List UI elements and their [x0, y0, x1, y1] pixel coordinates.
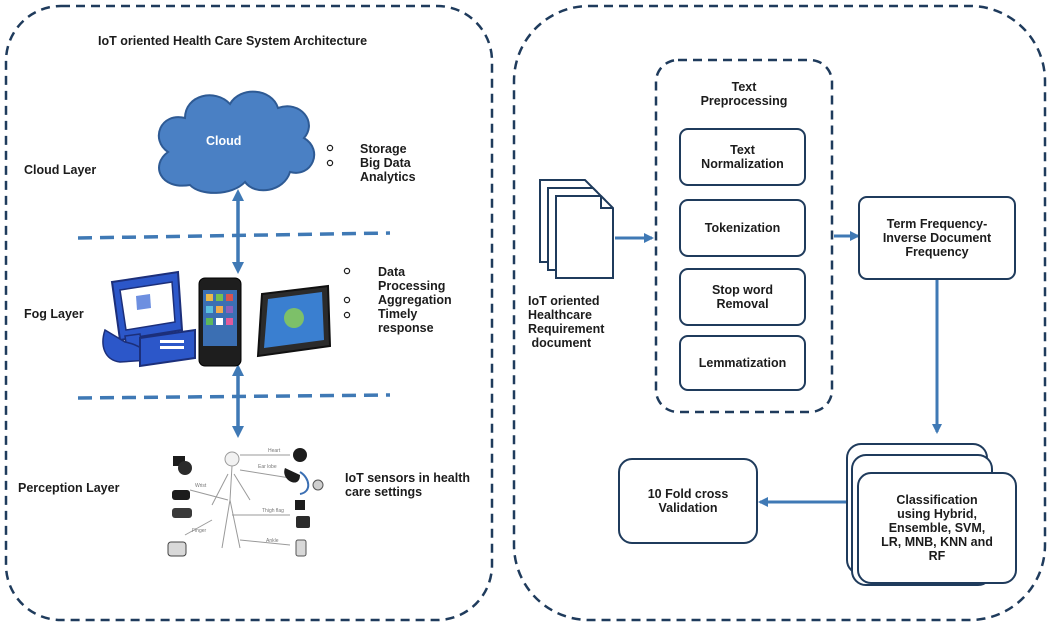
cloud-layer-label: Cloud Layer	[24, 163, 97, 177]
layer-divider-top	[77, 231, 391, 240]
step-stop-word-line-1: Stop word	[711, 283, 774, 297]
cloud-bullet-storage: Storage	[360, 142, 407, 156]
classification-line-3: Ensemble, SVM,	[888, 521, 986, 535]
body-sensors-illustration	[184, 451, 291, 549]
fog-bullet-response: response	[378, 321, 434, 335]
fog-bullet-processing: Processing	[378, 279, 446, 293]
step-tokenization-label: Tokenization	[704, 221, 781, 235]
sensor-label-wrist: Wrist	[195, 483, 207, 489]
cloud-shape-label: Cloud	[206, 134, 242, 148]
step-text-normalization: Text Normalization	[679, 128, 806, 186]
fog-layer-label: Fog Layer	[24, 307, 84, 321]
left-panel-border	[4, 4, 494, 622]
document-stack-icon	[539, 179, 614, 279]
classification-line-5: RF	[928, 549, 946, 563]
architecture-title: IoT oriented Health Care System Architec…	[98, 34, 368, 48]
sensor-label-ankle: Ankle	[266, 538, 279, 544]
smartphone-icon	[198, 277, 242, 367]
layer-divider-bottom	[77, 393, 391, 400]
sensors-label: IoT sensors in health care settings	[345, 471, 470, 499]
preprocessing-title-line-2: Preprocessing	[700, 94, 788, 108]
classification-line-2: using Hybrid,	[897, 507, 977, 521]
validation-line-2: Validation	[658, 501, 718, 515]
document-label-line-4: document	[528, 336, 592, 350]
sensor-label-finger: Finger	[192, 528, 207, 534]
classification-box: Classification using Hybrid, Ensemble, S…	[857, 472, 1017, 584]
step-stop-word-line-2: Removal	[716, 297, 769, 311]
fog-bullets: Data Processing Aggregation Timely respo…	[378, 265, 452, 335]
classification-line-1: Classification	[896, 493, 978, 507]
cloud-bullets-markers	[326, 144, 334, 167]
sensors-label-line-1: IoT sensors in health	[345, 471, 471, 485]
tfidf-line-2: Inverse Document	[882, 231, 992, 245]
step-lemmatization-label: Lemmatization	[698, 356, 787, 370]
tablet-icon	[256, 284, 332, 358]
cloud-bullet-big-data: Big Data	[360, 156, 411, 170]
step-lemmatization: Lemmatization	[679, 335, 806, 391]
fog-bullet-timely: Timely	[378, 307, 418, 321]
step-tokenization: Tokenization	[679, 199, 806, 257]
document-label-line-3: Requirement	[528, 322, 605, 336]
document-label: IoT oriented Healthcare Requirement docu…	[528, 294, 604, 350]
sensor-label-ear-lobe: Ear lobe	[258, 464, 277, 470]
sensor-devices-icon	[167, 448, 324, 557]
fog-bullet-data: Data	[378, 265, 406, 279]
step-text-normalization-line-1: Text	[730, 143, 755, 157]
sensor-label-heart: Heart	[268, 448, 281, 454]
desktop-computer-icon	[102, 270, 196, 368]
document-label-line-2: Healthcare	[528, 308, 592, 322]
perception-layer-label: Perception Layer	[18, 481, 120, 495]
fog-bullets-markers	[343, 267, 351, 319]
cloud-bullets: Storage Big Data Analytics	[360, 142, 416, 184]
tfidf-line-1: Term Frequency-	[886, 217, 988, 231]
document-label-line-1: IoT oriented	[528, 294, 600, 308]
sensor-label-thigh-flag: Thigh flag	[262, 508, 284, 514]
tfidf-line-3: Frequency	[905, 245, 969, 259]
cloud-bullet-analytics: Analytics	[360, 170, 416, 184]
validation-line-1: 10 Fold cross	[647, 487, 729, 501]
cloud-icon	[157, 90, 316, 194]
sensors-label-line-2: care settings	[345, 485, 423, 499]
preprocessing-container	[654, 58, 834, 414]
preprocessing-title-line-1: Text	[731, 80, 757, 94]
classification-line-4: LR, MNB, KNN and	[881, 535, 993, 549]
step-text-normalization-line-2: Normalization	[701, 157, 784, 171]
preprocessing-title: Text Preprocessing	[656, 80, 832, 108]
step-stop-word-removal: Stop word Removal	[679, 268, 806, 326]
fog-bullet-aggregation: Aggregation	[378, 293, 452, 307]
tfidf-box: Term Frequency- Inverse Document Frequen…	[858, 196, 1016, 280]
sensor-small-labels: Heart Ear lobe Wrist Finger Thigh flag A…	[192, 448, 284, 544]
validation-box: 10 Fold cross Validation	[618, 458, 758, 544]
